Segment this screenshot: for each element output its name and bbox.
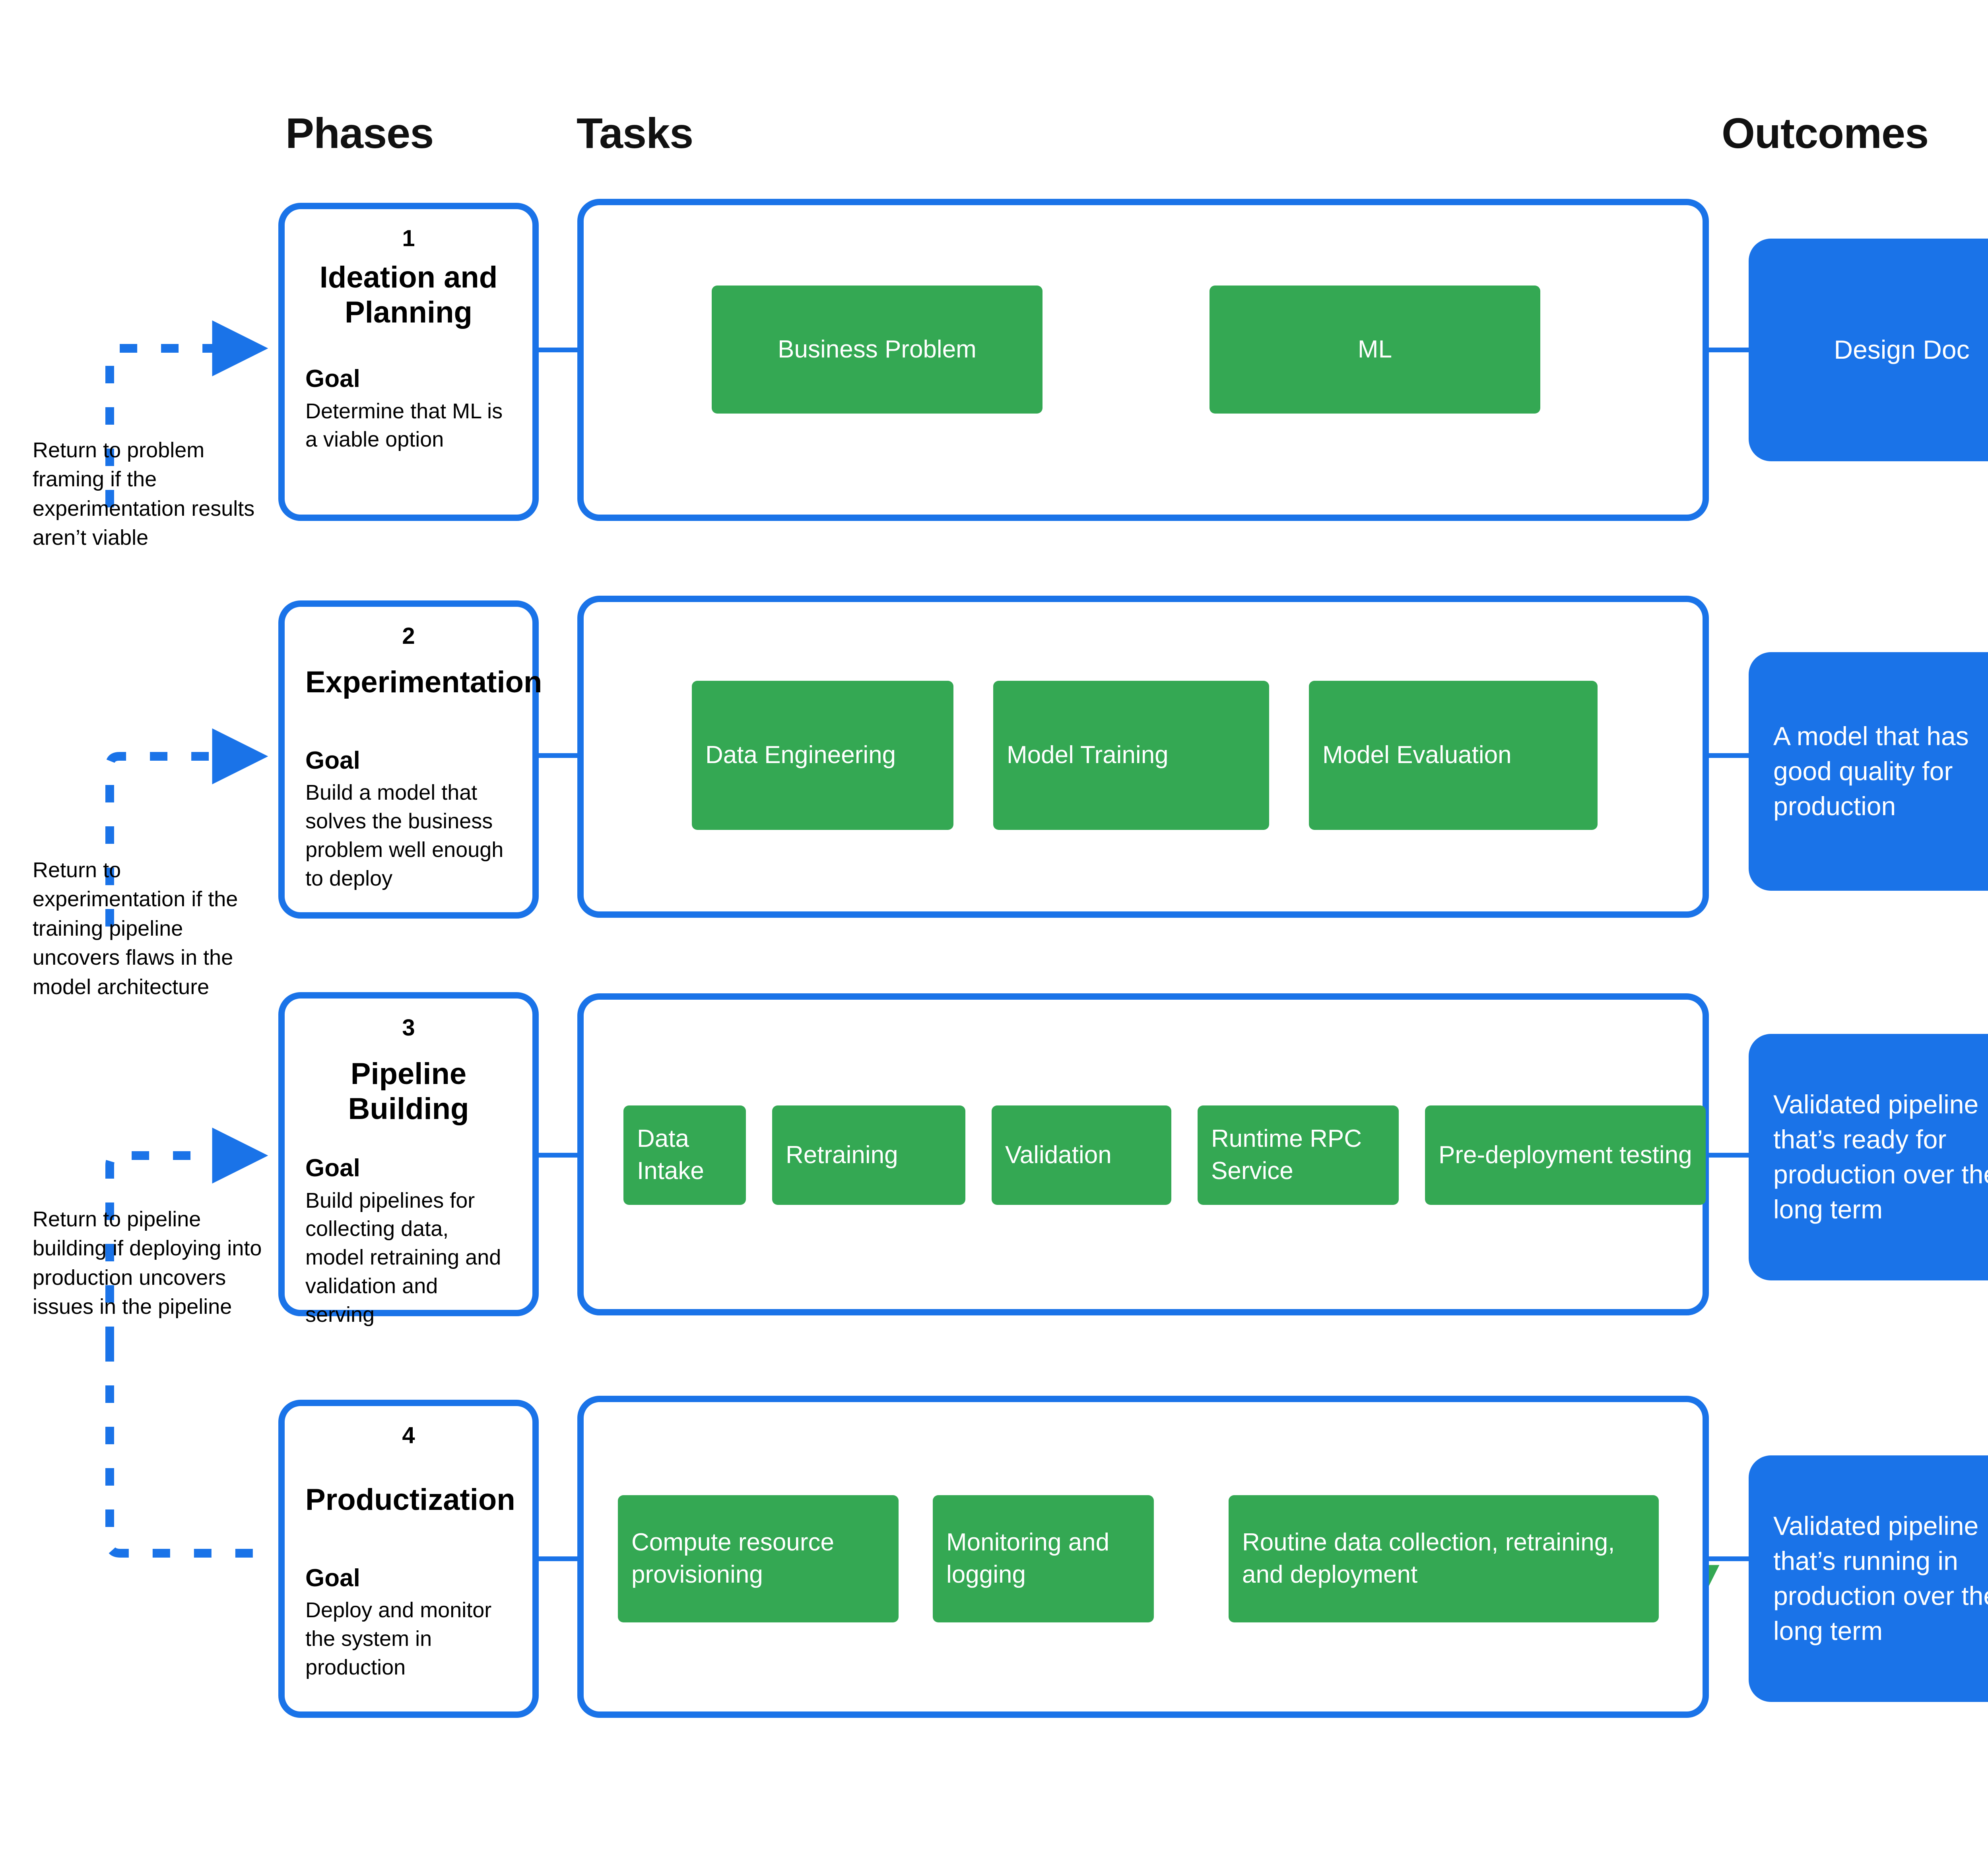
phase-number: 2 — [402, 623, 415, 649]
goal-text: Deploy and monitor the system in product… — [305, 1598, 492, 1679]
task-node[interactable]: Validation — [992, 1105, 1171, 1205]
phase-title: Pipeline Building — [348, 1057, 469, 1126]
phase-card-3[interactable]: 3 Pipeline Building Goal Build pipelines… — [278, 992, 539, 1327]
task-node[interactable]: Retraining — [772, 1105, 965, 1205]
task-node[interactable]: Data Intake — [623, 1105, 746, 1205]
outcome-card-2[interactable]: A model that has good quality for produc… — [1749, 652, 1988, 891]
task-node[interactable]: Runtime RPC Service — [1198, 1105, 1399, 1205]
phase-card-4[interactable]: 4 Productization Goal Deploy and monitor… — [278, 1400, 539, 1718]
outcome-card-3[interactable]: Validated pipeline that’s ready for prod… — [1749, 1034, 1988, 1280]
task-node[interactable]: Routine data collection, retraining, and… — [1229, 1495, 1659, 1622]
phase-title: Experimentation — [305, 665, 542, 699]
task-node[interactable]: Pre-deployment testing — [1425, 1105, 1706, 1205]
task-node[interactable]: Business Problem — [712, 286, 1043, 414]
phase-card-1[interactable]: 1 Ideation and Planning Goal Determine t… — [278, 203, 539, 521]
phase-title: Productization — [305, 1482, 515, 1517]
goal-label: Goal — [305, 1564, 360, 1592]
goal-text: Build pipelines for collecting data, mod… — [305, 1188, 501, 1327]
goal-label: Goal — [305, 746, 360, 774]
goal-text: Build a model that solves the business p… — [305, 781, 504, 890]
task-node[interactable]: Compute resource provisioning — [618, 1495, 899, 1622]
task-node[interactable]: Model Evaluation — [1309, 681, 1598, 830]
goal-text: Determine that ML is a viable option — [305, 399, 503, 452]
phase-card-2[interactable]: 2 Experimentation Goal Build a model tha… — [278, 600, 542, 919]
phase-number: 4 — [402, 1422, 415, 1448]
column-header-tasks: Tasks — [577, 109, 693, 157]
phase-to-tasks-links — [539, 348, 577, 1561]
task-node[interactable]: Model Training — [993, 681, 1269, 830]
task-node[interactable]: ML — [1209, 286, 1540, 414]
tasks-to-outcome-links — [1709, 348, 1749, 1561]
annotation-return-problem-framing: Return to problem framing if the experim… — [33, 438, 255, 550]
goal-label: Goal — [305, 1154, 360, 1182]
task-inline-links — [746, 348, 1425, 1561]
phase-number: 1 — [402, 225, 415, 251]
column-header-phases: Phases — [285, 109, 434, 157]
phase-title: Ideation and Planning — [319, 260, 498, 329]
task-node[interactable]: Monitoring and logging — [933, 1495, 1154, 1622]
outcome-card-4[interactable]: Validated pipeline that’s running in pro… — [1749, 1455, 1988, 1702]
task-node[interactable]: Data Engineering — [692, 681, 953, 830]
outcome-card-1[interactable]: Design Doc — [1749, 239, 1988, 461]
annotation-return-experimentation: Return to experimentation if the trainin… — [33, 858, 238, 999]
goal-label: Goal — [305, 365, 360, 393]
phase-number: 3 — [402, 1015, 415, 1041]
column-header-outcomes: Outcomes — [1722, 109, 1929, 157]
annotation-return-pipeline-building: Return to pipeline building if deploying… — [33, 1207, 262, 1319]
